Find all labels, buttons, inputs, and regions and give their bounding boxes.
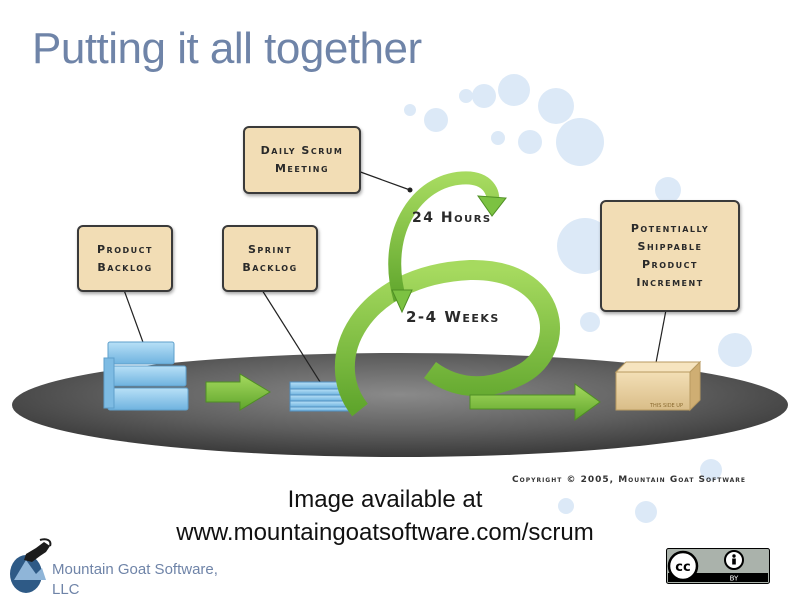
company-name-line1: Mountain Goat Software,: [52, 561, 218, 578]
increment-line3: Product: [642, 258, 698, 271]
by-label: BY: [730, 575, 739, 583]
backlog-arrow: [205, 373, 271, 411]
company-name-line2: LLC: [52, 581, 80, 598]
sprint-backlog-box: Sprint Backlog: [222, 225, 318, 292]
daily-scrum-line1: Daily Scrum: [260, 144, 344, 157]
this-side-up-label: THIS SIDE UP: [649, 403, 683, 409]
mountain-goat-logo-icon: [10, 538, 52, 593]
company-name: Mountain Goat Software, LLC: [52, 560, 218, 600]
sprint-backlog-line1: Sprint: [247, 242, 293, 256]
copyright-notice: Copyright © 2005, Mountain Goat Software: [512, 475, 747, 485]
cc-by-license-badge[interactable]: cc BY: [666, 548, 770, 584]
daily-cycle-label: 24 Hours: [412, 210, 492, 226]
daily-cycle-arrow: [388, 171, 507, 314]
caption-line1: Image available at: [287, 486, 483, 513]
sprint-platform: [12, 353, 788, 457]
product-increment-box: THIS SIDE UP: [614, 360, 702, 412]
product-backlog-line2: Backlog: [97, 260, 153, 274]
increment-line4: Increment: [636, 276, 704, 289]
daily-scrum-box: Daily Scrum Meeting: [243, 126, 361, 194]
attribution-icon: [724, 550, 744, 570]
product-backlog-stack: [103, 341, 189, 411]
slide-title: Putting it all together: [32, 24, 422, 73]
sprint-cycle-arrow: [334, 259, 601, 421]
increment-line1: Potentially: [630, 222, 710, 235]
caption-line2[interactable]: www.mountaingoatsoftware.com/scrum: [176, 519, 594, 546]
cc-label: cc: [675, 560, 690, 575]
sprint-backlog-line2: Backlog: [242, 260, 298, 274]
product-backlog-line1: Product: [97, 242, 153, 256]
daily-scrum-line2: Meeting: [274, 162, 330, 175]
product-backlog-box: Product Backlog: [77, 225, 173, 292]
increment-line2: Shippable: [637, 240, 703, 253]
increment-box: Potentially Shippable Product Increment: [600, 200, 740, 312]
sprint-cycle-label: 2-4 Weeks: [406, 308, 500, 326]
cc-icon: cc: [667, 550, 699, 582]
